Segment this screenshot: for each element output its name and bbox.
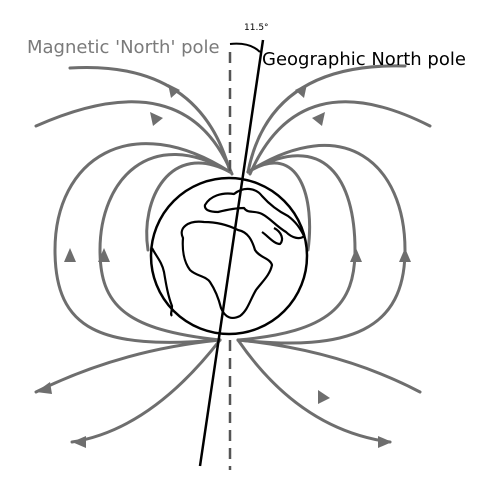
field-arrow	[399, 248, 411, 262]
field-line	[34, 338, 222, 394]
field-line	[70, 338, 222, 444]
field-lines-left	[34, 65, 234, 444]
geographic-pole-label: Geographic North pole	[262, 49, 466, 70]
tilt-angle-arc	[229, 42, 261, 53]
field-line	[246, 161, 312, 252]
field-arrow	[36, 382, 52, 394]
field-arrow	[350, 248, 362, 262]
geographic-axis	[198, 39, 265, 467]
field-line	[246, 64, 407, 174]
continent-arabia	[261, 227, 284, 246]
field-line	[53, 142, 232, 344]
field-arrow	[312, 112, 325, 126]
continent-europe	[203, 187, 306, 240]
tilt-angle-label: 11.5°	[244, 23, 269, 33]
field-arrow	[318, 390, 330, 404]
field-arrow	[64, 248, 76, 262]
field-line	[145, 161, 232, 252]
field-arrow	[295, 84, 307, 98]
field-line	[34, 100, 234, 176]
field-line	[248, 100, 432, 176]
field-line	[236, 338, 392, 444]
earth	[149, 176, 309, 336]
field-arrow	[72, 436, 86, 448]
field-line	[236, 338, 422, 394]
field-arrows	[36, 84, 411, 448]
continent-americas-edge	[151, 247, 174, 317]
field-line	[68, 65, 232, 174]
field-arrow	[168, 84, 180, 98]
continent-africa	[180, 220, 274, 319]
field-line	[98, 153, 232, 342]
earth-outline	[149, 176, 309, 336]
field-arrow	[378, 436, 392, 448]
field-lines-right	[236, 64, 432, 444]
magnetic-pole-label: Magnetic 'North' pole	[27, 37, 220, 58]
field-arrow	[98, 248, 110, 262]
field-arrow	[150, 112, 163, 126]
field-line	[236, 154, 357, 342]
